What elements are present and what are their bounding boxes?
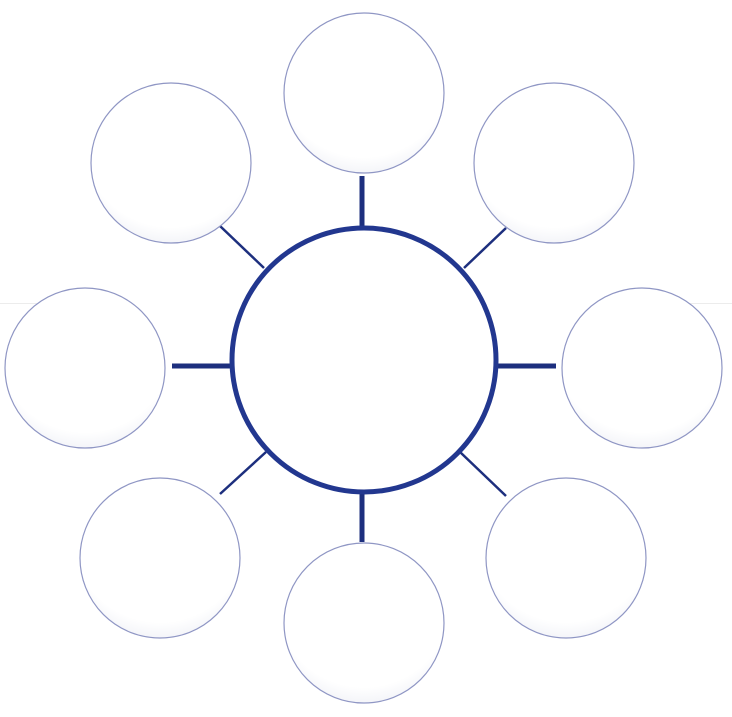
center-node [229, 225, 499, 495]
outer-node-bottom [283, 542, 445, 704]
connector-top-left [219, 225, 265, 269]
connector-top-right [463, 227, 507, 269]
connector-lines [172, 176, 556, 542]
outer-node-top [283, 12, 445, 174]
left-faint-rule [0, 303, 40, 304]
outer-node-left [4, 287, 166, 449]
outer-node-top-left [90, 82, 252, 244]
connector-bottom-right [459, 451, 507, 497]
outer-node-top-right [473, 82, 635, 244]
outer-node-right [561, 287, 723, 449]
right-faint-rule [690, 303, 732, 304]
connector-bottom-left [219, 451, 267, 495]
outer-node-bottom-right [485, 477, 647, 639]
outer-node-bottom-left [79, 477, 241, 639]
